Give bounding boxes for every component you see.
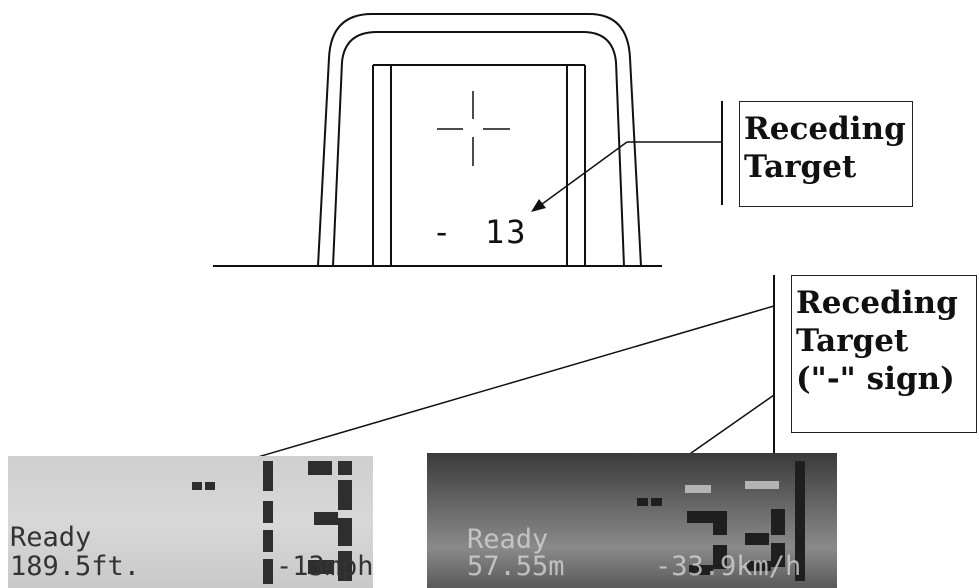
callout-text-bottom: Receding Target ("-" sign) [796,284,958,398]
device-outer-frame [317,13,642,267]
callout-text-top: Receding Target [744,110,906,186]
lcd-right-speed: -33.9km/h [655,551,802,582]
crosshair-icon [437,91,510,166]
lcd-right-distance: 57.55m [467,551,565,582]
arrowhead-top [531,199,546,212]
minus-sign-segment-icon-right [637,498,648,506]
top-readout: - 13 [432,213,552,253]
arrow-top [537,141,628,208]
callout-top-line2: Target [744,149,857,185]
callout-bottom-line3: ("-" sign) [796,361,955,397]
callout-box-bottom [791,275,977,433]
lcd-left-speed: -13mph [276,551,373,582]
device-inner-frame [332,31,625,267]
lcd-right-status: Ready [467,524,549,555]
callout-leader-bottom-a [226,305,775,467]
callout-top-line1: Receding [744,111,906,147]
callout-bottom-line1: Receding [796,285,958,321]
minus-sign-segment-icon [192,482,202,490]
lcd-left-status: Ready [10,522,92,553]
top-readout-value: 13 [485,213,528,251]
callout-box-top [739,101,913,207]
callout-bottom-line2: Target [796,323,909,359]
top-readout-minus: - [432,213,452,251]
lcd-display-left: Ready 189.5ft. -13mph [8,456,373,588]
lcd-left-distance: 189.5ft. [10,551,141,582]
lcd-display-right: Ready 57.55m -33.9km/h [427,453,837,588]
